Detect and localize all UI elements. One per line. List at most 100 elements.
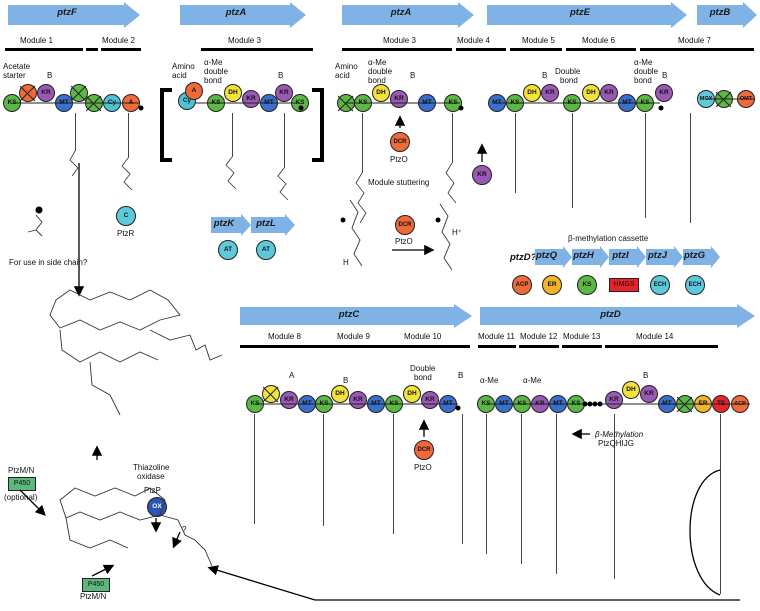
kr-domain: KR	[349, 391, 367, 409]
omt-domain: OMT	[737, 90, 755, 108]
module-13-label: Module 13	[563, 332, 601, 341]
thiazoline-label: Thiazoline	[133, 463, 170, 472]
b-label: B	[278, 71, 284, 80]
module-bar	[510, 48, 562, 51]
module-bar	[478, 345, 516, 348]
amino-acid-label: Amino	[172, 62, 195, 71]
ptzo-label: PtzO	[395, 237, 413, 246]
intermediate-chain	[690, 113, 691, 223]
alpha-me-label: α-Me	[204, 58, 223, 67]
module-6-label: Module 6	[582, 36, 615, 45]
gene-ptzE: ptzE	[487, 2, 687, 28]
intermediate-chain	[645, 113, 646, 218]
ech-domain: ECH	[650, 275, 670, 295]
gene-ptzJ: ptzJ	[646, 246, 683, 268]
double-label: double	[368, 67, 393, 76]
ks-domain-inactive	[676, 395, 694, 413]
double-label: double	[634, 67, 659, 76]
ptzp-label: PtzP	[144, 486, 161, 495]
ks-domain: KS	[506, 94, 524, 112]
bond-label: bond	[414, 373, 432, 382]
mt-domain: MT	[618, 94, 636, 112]
intermediate-chain	[521, 414, 522, 564]
b-label: B	[47, 71, 53, 80]
module-bar	[640, 48, 754, 51]
mt-domain: MT	[549, 395, 567, 413]
te-domain: TE	[712, 395, 730, 413]
amino-acid-label: Amino	[335, 62, 358, 71]
h-label: H	[343, 258, 349, 267]
dcr-domain: DCR	[395, 215, 415, 235]
mox-domain: MOX	[697, 90, 715, 108]
gene-ptzG: ptzG	[683, 246, 720, 268]
a-domain: A	[122, 94, 140, 112]
dh-domain-inactive	[262, 385, 280, 403]
intermediate-chain	[556, 414, 557, 574]
a-domain: A	[185, 82, 203, 100]
intermediate-chain	[515, 113, 516, 193]
b-label: B	[542, 71, 548, 80]
starter-label: starter	[3, 71, 26, 80]
module-bar	[342, 48, 452, 51]
alpha-me-label: α-Me	[634, 58, 653, 67]
ks-domain-inactive	[70, 84, 88, 102]
er-domain: ER	[542, 275, 562, 295]
module-bar	[201, 48, 313, 51]
acp-domain: ACP	[731, 395, 749, 413]
bond-label: bond	[204, 76, 222, 85]
module-bar	[566, 48, 636, 51]
ptzqhijg-label: PtzQHIJG	[598, 439, 635, 448]
amino-acid-label: acid	[172, 71, 187, 80]
bond-label: bond	[634, 76, 652, 85]
ks-domain: KS	[291, 94, 309, 112]
gene-ptzD: ptzD	[480, 304, 755, 328]
mt-domain: MT	[488, 94, 506, 112]
intermediate-chain	[284, 113, 285, 168]
ech-domain: ECH	[685, 275, 705, 295]
kr-domain: KR	[242, 90, 260, 108]
intermediate-chain	[452, 113, 453, 163]
module-bar	[562, 345, 602, 348]
kr-domain: KR	[655, 84, 673, 102]
b-label: B	[458, 371, 464, 380]
mt-domain: MT	[418, 94, 436, 112]
module-11-label: Module 11	[478, 332, 515, 341]
module-5-label: Module 5	[522, 36, 555, 45]
dcr-domain: DCR	[390, 132, 410, 152]
ks-domain: KS	[577, 275, 597, 295]
module-bar	[5, 48, 83, 51]
ks-domain: KS	[477, 395, 495, 413]
ks-domain: KS	[513, 395, 531, 413]
gene-ptzK: ptzK	[211, 214, 251, 236]
module-bar	[240, 345, 470, 348]
kr-domain: KR	[541, 84, 559, 102]
gene-ptzQ: ptzQ	[535, 246, 572, 268]
at-domain: AT	[256, 240, 276, 260]
gene-ptzH: ptzH	[572, 246, 609, 268]
at-domain-inactive	[19, 84, 37, 102]
double-label: double	[204, 67, 229, 76]
alpha-me-label: α-Me	[368, 58, 387, 67]
ptzmn-label: PtzM/N	[8, 466, 35, 475]
bond-label: bond	[368, 76, 386, 85]
gene-ptzI: ptzI	[609, 246, 646, 268]
ks-domain: KS	[246, 395, 264, 413]
intermediate-chain	[614, 414, 615, 579]
kr-domain: KR	[280, 391, 298, 409]
h-plus-label: H⁺	[452, 228, 462, 237]
intermediate-chain	[486, 414, 487, 554]
intermediate-chain	[75, 113, 76, 151]
side-chain-label: For use in side chain?	[9, 258, 88, 267]
intermediate-chain	[254, 414, 255, 524]
mt-domain: MT	[495, 395, 513, 413]
dh-domain: DH	[224, 84, 242, 102]
ptzr-label: PtzR	[117, 229, 135, 238]
intermediate-chain	[393, 414, 394, 534]
question-label: ?	[182, 525, 187, 534]
module-bar	[101, 48, 141, 51]
intermediate-chain	[323, 414, 324, 526]
b-label: B	[343, 376, 349, 385]
intermediate-chain	[232, 113, 233, 157]
double-bond-label: Double	[555, 67, 581, 76]
ptzo-label: PtzO	[414, 463, 432, 472]
